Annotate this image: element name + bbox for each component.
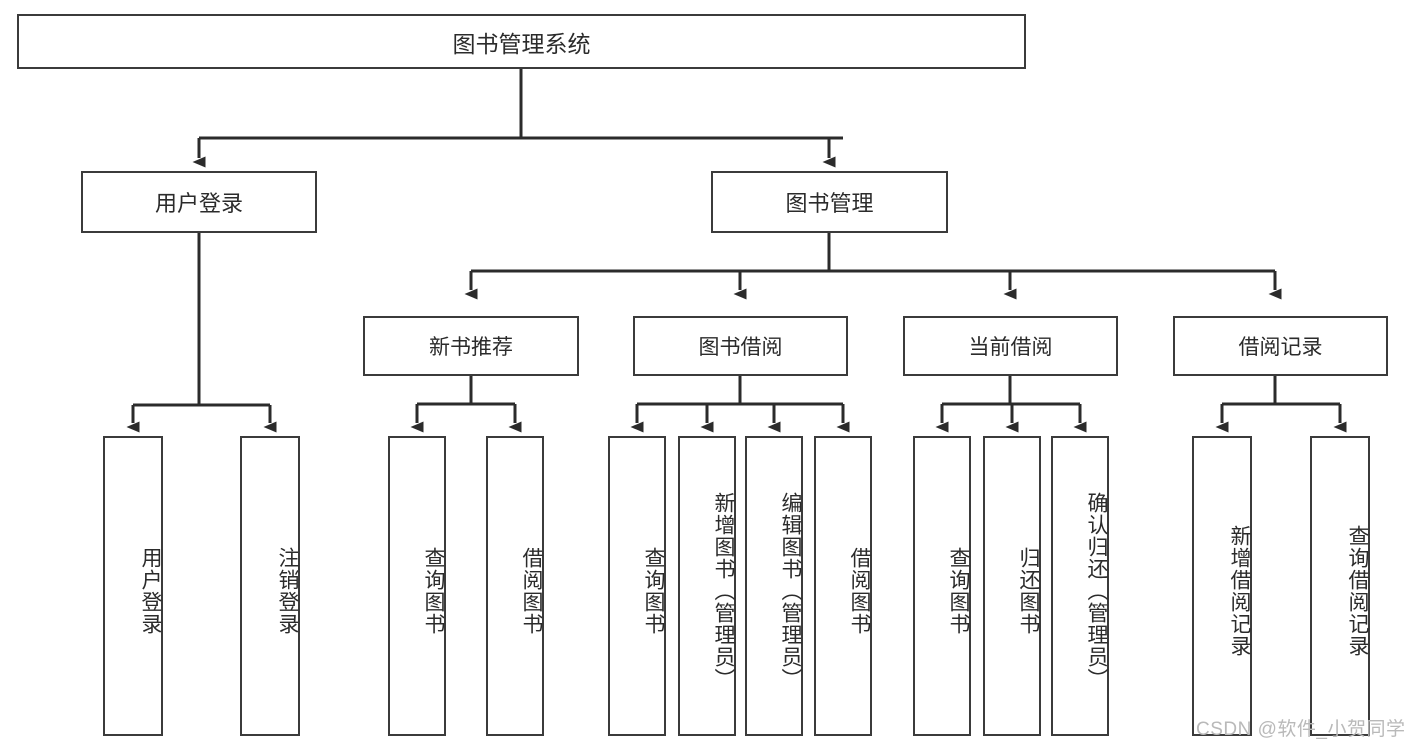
- node-leaf-confirm-return-label: 确认归还（管理员）: [1085, 492, 1108, 690]
- node-leaf-confirm-return[interactable]: 确认归还（管理员）: [1051, 436, 1109, 736]
- node-leaf-edit-book[interactable]: 编辑图书（管理员）: [745, 436, 803, 736]
- node-leaf-query-record-label: 查询借阅记录: [1346, 525, 1369, 657]
- node-leaf-return-book-label: 归还图书: [1017, 547, 1040, 635]
- node-leaf-borrow-book-1-label: 借阅图书: [520, 547, 543, 635]
- node-leaf-query-book-1[interactable]: 查询图书: [388, 436, 446, 736]
- node-borrow-record[interactable]: 借阅记录: [1173, 316, 1388, 376]
- node-book-borrow-label: 图书借阅: [698, 336, 783, 359]
- node-new-book-rec-label: 新书推荐: [429, 336, 513, 359]
- node-current-borrow-label: 当前借阅: [968, 336, 1053, 359]
- node-leaf-user-login-label: 用户登录: [139, 547, 162, 635]
- node-root-label: 图书管理系统: [452, 30, 591, 57]
- node-book-borrow[interactable]: 图书借阅: [633, 316, 848, 376]
- node-leaf-borrow-book-1[interactable]: 借阅图书: [486, 436, 544, 736]
- node-leaf-add-record-label: 新增借阅记录: [1228, 525, 1251, 657]
- node-leaf-query-book-1-label: 查询图书: [422, 547, 445, 635]
- node-leaf-add-book[interactable]: 新增图书（管理员）: [678, 436, 736, 736]
- node-leaf-query-book-2[interactable]: 查询图书: [608, 436, 666, 736]
- node-leaf-query-book-2-label: 查询图书: [642, 547, 665, 635]
- node-leaf-edit-book-label: 编辑图书（管理员）: [779, 492, 802, 690]
- node-leaf-query-book-3[interactable]: 查询图书: [913, 436, 971, 736]
- node-root[interactable]: 图书管理系统: [17, 14, 1026, 69]
- node-user-login-label: 用户登录: [154, 191, 243, 216]
- node-leaf-query-book-3-label: 查询图书: [947, 547, 970, 635]
- node-leaf-user-login[interactable]: 用户登录: [103, 436, 163, 736]
- node-leaf-return-book[interactable]: 归还图书: [983, 436, 1041, 736]
- node-leaf-logout-label: 注销登录: [276, 547, 299, 635]
- node-leaf-logout[interactable]: 注销登录: [240, 436, 300, 736]
- node-leaf-borrow-book-2[interactable]: 借阅图书: [814, 436, 872, 736]
- node-book-manage[interactable]: 图书管理: [711, 171, 948, 233]
- node-book-manage-label: 图书管理: [785, 191, 874, 216]
- watermark: CSDN @软件_小贺同学: [1196, 719, 1405, 740]
- node-leaf-add-record[interactable]: 新增借阅记录: [1192, 436, 1252, 736]
- node-leaf-borrow-book-2-label: 借阅图书: [848, 547, 871, 635]
- node-user-login[interactable]: 用户登录: [81, 171, 317, 233]
- node-leaf-add-book-label: 新增图书（管理员）: [712, 492, 735, 690]
- node-current-borrow[interactable]: 当前借阅: [903, 316, 1118, 376]
- node-new-book-rec[interactable]: 新书推荐: [363, 316, 579, 376]
- node-borrow-record-label: 借阅记录: [1238, 336, 1323, 359]
- node-leaf-query-record[interactable]: 查询借阅记录: [1310, 436, 1370, 736]
